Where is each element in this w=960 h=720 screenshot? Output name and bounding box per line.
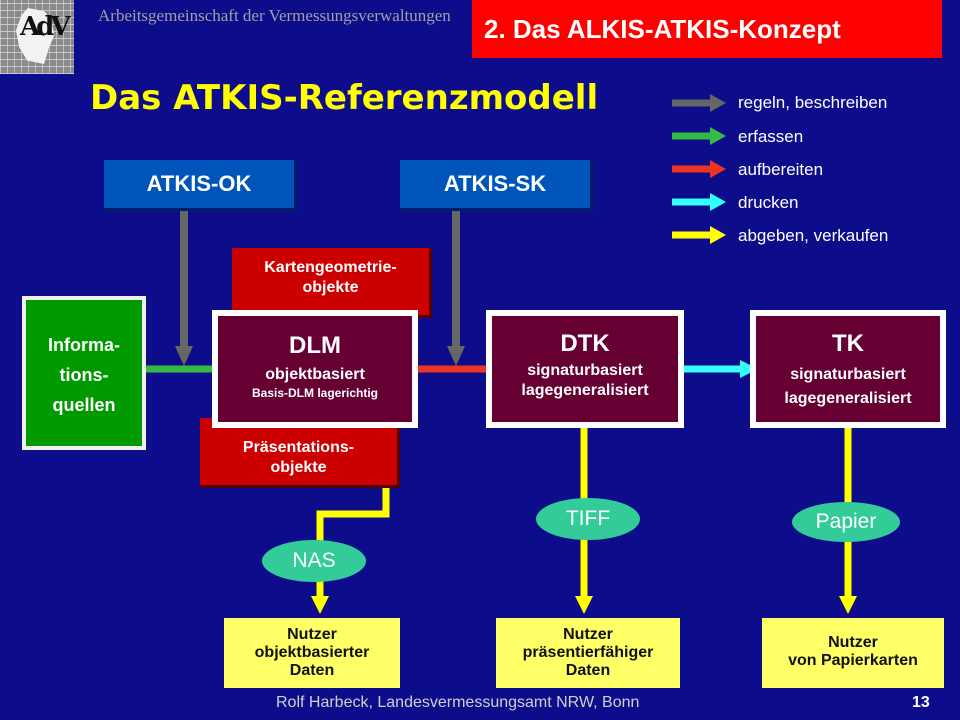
arrow-atkis-ok-to-dlm	[175, 210, 193, 366]
legend-arrow-red	[672, 160, 726, 178]
adv-logo: AdV	[0, 0, 74, 74]
page-number: 13	[912, 694, 930, 711]
tk-line1: signaturbasiert	[790, 366, 906, 383]
dlm-box: DLM objektbasiert Basis-DLM lagerichtig	[212, 310, 418, 428]
tiff-format-oval: TIFF	[536, 498, 640, 540]
arrow-dtk-to-tk	[684, 360, 758, 378]
legend-arrow-cyan	[672, 193, 726, 211]
dlm-title: DLM	[289, 332, 341, 359]
page-title: Das ATKIS-Referenzmodell	[90, 78, 599, 118]
section-title: 2. Das ALKIS-ATKIS-Konzept	[472, 0, 942, 58]
atkis-sk-box: ATKIS-SK	[400, 160, 593, 211]
legend-arrow-yellow	[672, 226, 726, 244]
arrow-atkis-sk-to-dlm	[447, 210, 465, 366]
informationsquellen-label: Informa- tions- quellen	[26, 300, 142, 446]
user-papierkarten-box: Nutzer von Papierkarten	[762, 618, 944, 688]
legend-label-regeln: regeln, beschreiben	[738, 93, 888, 112]
nas-format-oval: NAS	[262, 540, 366, 582]
dtk-line2: lagegeneralisiert	[521, 382, 649, 399]
logo-letters: AdV	[20, 12, 70, 42]
legend-label-aufbereiten: aufbereiten	[738, 160, 824, 179]
footer-author: Rolf Harbeck, Landesvermessungsamt NRW, …	[276, 694, 640, 711]
legend-arrow-green	[672, 127, 726, 145]
legend-label-drucken: drucken	[738, 193, 799, 212]
user-praesentierfaehig-box: Nutzer präsentierfähiger Daten	[496, 618, 680, 688]
tk-box: TK signaturbasiert lagegeneralisiert	[750, 310, 946, 428]
organization-name: Arbeitsgemeinschaft der Vermessungsverwa…	[98, 6, 451, 25]
dtk-box: DTK signaturbasiert lagegeneralisiert	[486, 310, 684, 428]
dlm-line1: objektbasiert	[265, 366, 365, 383]
dtk-title: DTK	[560, 330, 610, 357]
legend-label-abgeben: abgeben, verkaufen	[738, 226, 889, 245]
dtk-line1: signaturbasiert	[527, 362, 643, 379]
tk-title: TK	[832, 330, 864, 357]
dlm-line2: Basis-DLM lagerichtig	[251, 386, 379, 400]
kartengeometrie-objekte-box: Kartengeometrie- objekte	[232, 248, 432, 318]
user-objektbasiert-box: Nutzer objektbasierter Daten	[224, 618, 400, 688]
atkis-ok-box: ATKIS-OK	[104, 160, 297, 211]
informationsquellen-box: Informa- tions- quellen	[22, 296, 146, 450]
legend-arrow-gray	[672, 94, 726, 112]
tk-line2: lagegeneralisiert	[784, 390, 912, 407]
legend-label-erfassen: erfassen	[738, 127, 804, 146]
papier-format-oval: Papier	[792, 502, 900, 542]
praesentationsobjekte-box: Präsentations- objekte	[200, 418, 400, 488]
